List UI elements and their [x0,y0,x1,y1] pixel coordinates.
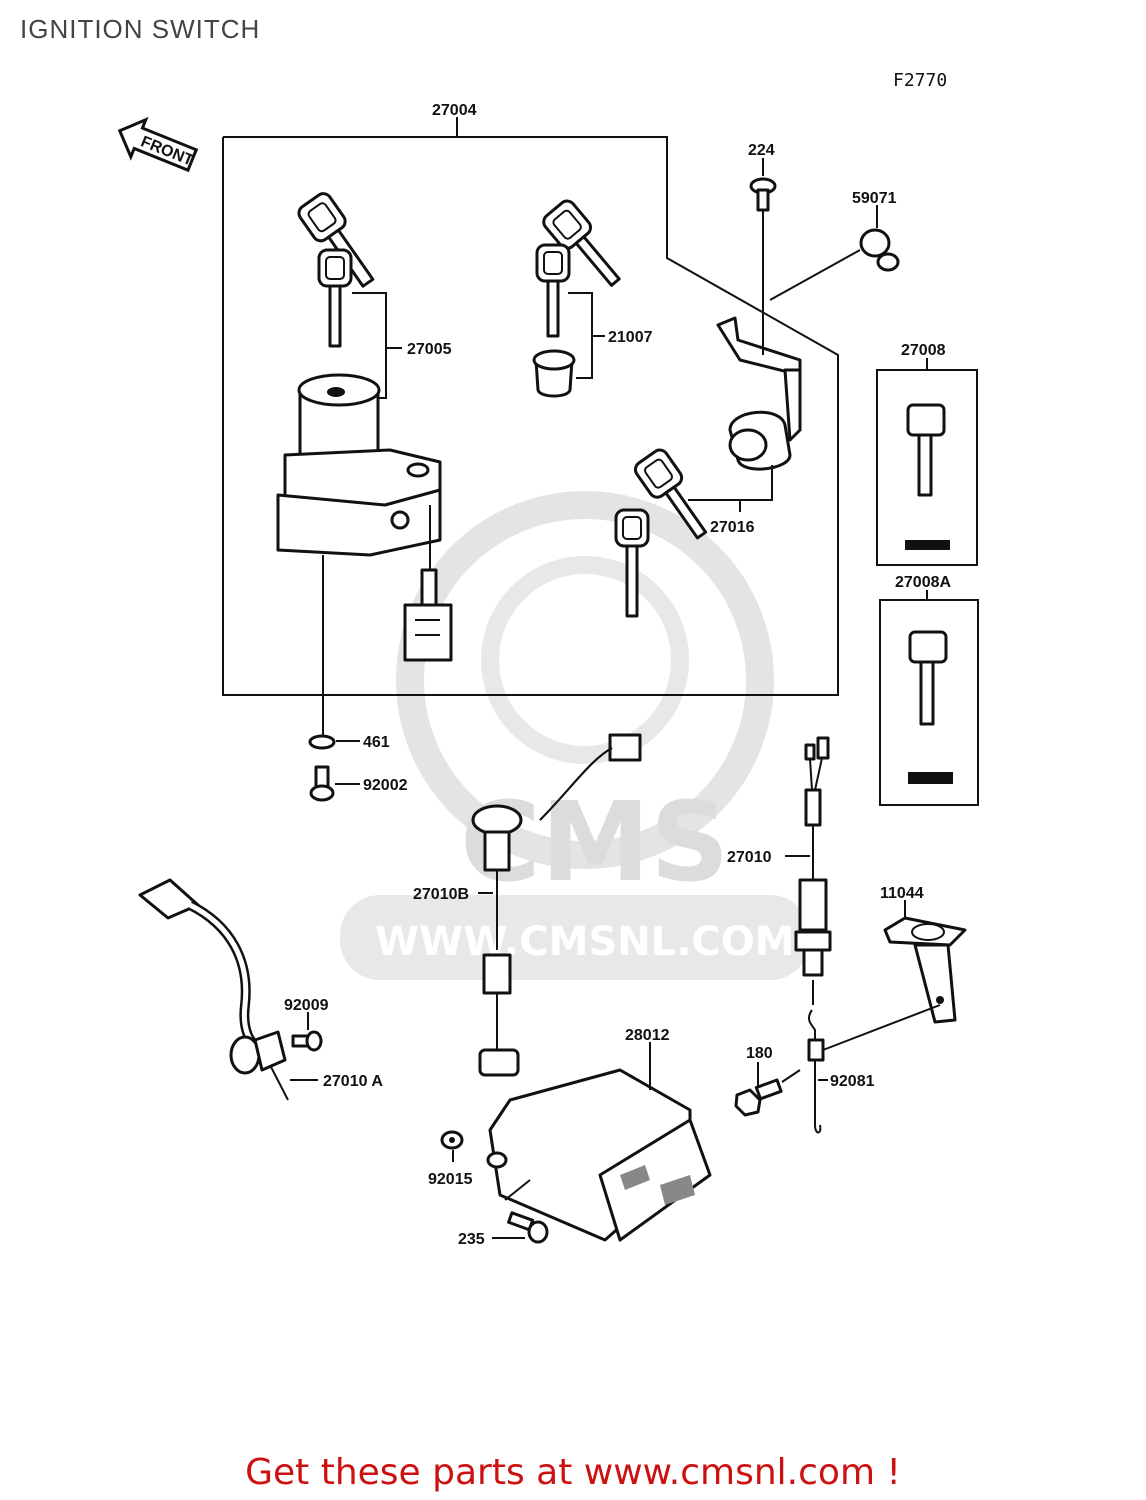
key-blank-icon [906,403,946,497]
relay-case-28012 [486,1068,712,1242]
label-235: 235 [458,1231,485,1248]
key-icon [535,243,571,338]
label-27016: 27016 [710,519,755,536]
label-27008A: 27008A [895,574,951,591]
key-blank-icon [908,630,948,726]
key-icon [542,199,621,287]
assembly-box-27004 [222,136,839,696]
watermark-url: WWW.CMSNL.COM [375,919,795,965]
washer-icon [308,734,336,750]
parts-diagram: CMS WWW.CMSNL.COM F2770 FRONT 27004 2700… [117,70,979,1248]
label-92009: 92009 [284,997,329,1014]
screw-icon [309,765,335,802]
key-icon [633,448,708,540]
page-title: IGNITION SWITCH [20,14,261,44]
label-27004: 27004 [432,102,477,119]
screw-icon [749,177,777,212]
label-27005: 27005 [407,341,452,358]
screw-icon [291,1030,323,1052]
bolt-icon [734,1078,783,1117]
lock-cylinder-icon [532,349,576,398]
label-224: 224 [748,142,775,159]
spring-icon [807,1009,825,1134]
sensor-27010B [471,733,642,1077]
key-blank-box-27008A [879,599,979,806]
grommet-icon [859,228,900,272]
label-92015: 92015 [428,1171,473,1188]
label-92002: 92002 [363,777,408,794]
label-27010A: 27010 A [323,1073,383,1090]
sensor-27010 [794,736,832,977]
label-28012: 28012 [625,1027,670,1044]
key-icon [614,508,650,618]
label-27008: 27008 [901,342,946,359]
label-21007: 21007 [608,329,653,346]
front-arrow-icon: FRONT [117,116,199,173]
nut-icon [440,1130,464,1150]
label-92081: 92081 [830,1073,875,1090]
footer-link-text[interactable]: Get these parts at www.cmsnl.com ! [245,1452,901,1493]
key-icon [317,248,353,348]
wiring-harness-27010A [138,878,289,1101]
figure-code: F2770 [893,70,947,91]
label-27010: 27010 [727,849,772,866]
watermark: CMS WWW.CMSNL.COM [340,491,810,980]
bracket-11044 [883,916,967,1024]
label-11044: 11044 [880,885,924,902]
label-59071: 59071 [852,190,897,207]
ignition-switch-body [276,373,453,662]
lock-bracket [716,316,802,471]
label-180: 180 [746,1045,773,1062]
label-27010B: 27010B [413,886,469,903]
label-461: 461 [363,734,390,751]
bolt-icon [507,1211,549,1244]
